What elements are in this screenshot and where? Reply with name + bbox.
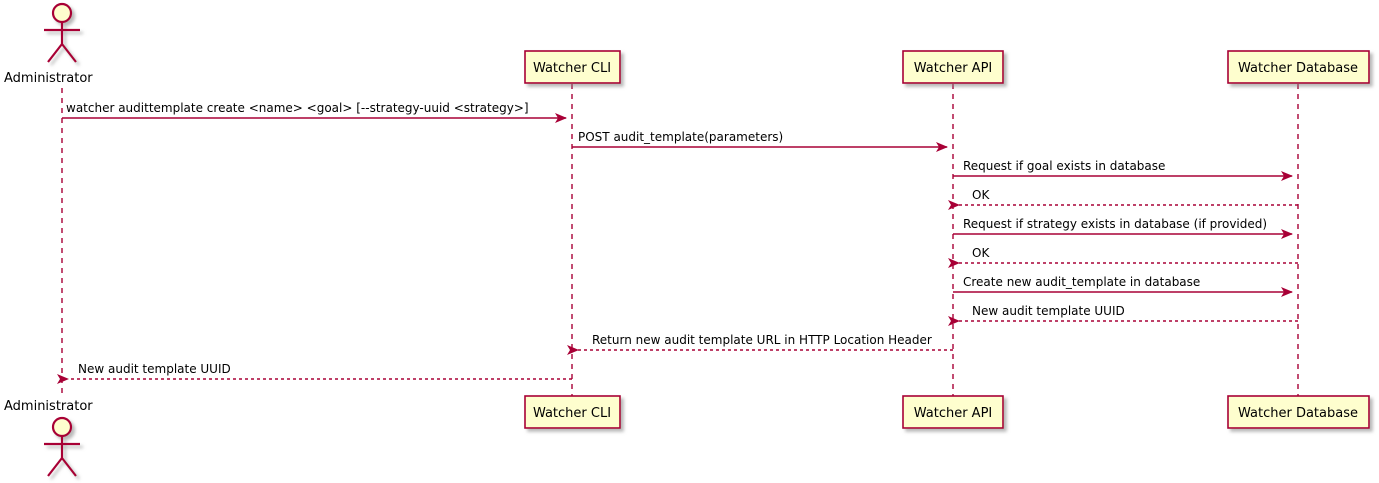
message-label-1: POST audit_template(parameters): [578, 130, 783, 144]
message-label-4: Request if strategy exists in database (…: [963, 217, 1267, 231]
lifelines-group: [61, 84, 1299, 396]
actor-administrator-top[interactable]: Administrator: [4, 2, 93, 86]
message-1[interactable]: POST audit_template(parameters): [572, 130, 948, 152]
participant-box-api-top[interactable]: [902, 50, 1004, 84]
participant-api-bottom[interactable]: Watcher API: [902, 395, 1004, 429]
participant-label-database-bottom: Watcher Database: [1238, 406, 1358, 421]
message-9[interactable]: New audit template UUID: [57, 362, 572, 384]
message-label-2: Request if goal exists in database: [963, 159, 1165, 173]
message-label-7: New audit template UUID: [972, 304, 1125, 318]
actor-label-administrator-top: Administrator: [4, 71, 93, 86]
message-8[interactable]: Return new audit template URL in HTTP Lo…: [567, 333, 953, 355]
message-label-0: watcher audittemplate create <name> <goa…: [66, 101, 529, 115]
message-label-9: New audit template UUID: [78, 362, 231, 376]
actor-administrator-bottom[interactable]: Administrator: [4, 399, 93, 477]
message-5[interactable]: OK: [948, 246, 1298, 268]
message-label-6: Create new audit_template in database: [963, 275, 1200, 289]
actor-figure-bottom-icon: [44, 416, 80, 477]
participant-cli-bottom[interactable]: Watcher CLI: [524, 395, 621, 429]
message-3[interactable]: OK: [948, 188, 1298, 210]
message-6[interactable]: Create new audit_template in database: [953, 275, 1293, 297]
message-4[interactable]: Request if strategy exists in database (…: [953, 217, 1293, 239]
message-7[interactable]: New audit template UUID: [948, 304, 1298, 326]
participant-box-api-bottom[interactable]: [902, 395, 1004, 429]
participant-box-cli-bottom[interactable]: [524, 395, 621, 429]
message-label-8: Return new audit template URL in HTTP Lo…: [592, 333, 932, 347]
message-label-3: OK: [972, 188, 990, 202]
participant-database-top[interactable]: Watcher Database: [1227, 50, 1370, 84]
actor-label-administrator-bottom: Administrator: [4, 399, 93, 414]
message-0[interactable]: watcher audittemplate create <name> <goa…: [62, 101, 567, 123]
message-label-5: OK: [972, 246, 990, 260]
participant-api-top[interactable]: Watcher API: [902, 50, 1004, 84]
participant-cli-top[interactable]: Watcher CLI: [524, 50, 621, 84]
participant-box-database-top[interactable]: [1227, 50, 1370, 84]
participant-database-bottom[interactable]: Watcher Database: [1227, 395, 1370, 429]
message-2[interactable]: Request if goal exists in database: [953, 159, 1293, 181]
participant-box-database-bottom[interactable]: [1227, 395, 1370, 429]
participant-label-cli-top: Watcher CLI: [533, 61, 611, 76]
participant-label-database-top: Watcher Database: [1238, 61, 1358, 76]
participant-label-api-top: Watcher API: [914, 61, 993, 76]
participant-label-api-bottom: Watcher API: [914, 406, 993, 421]
participant-box-cli-top[interactable]: [524, 50, 621, 84]
actor-figure-top-icon: [44, 2, 80, 63]
participant-label-cli-bottom: Watcher CLI: [533, 406, 611, 421]
